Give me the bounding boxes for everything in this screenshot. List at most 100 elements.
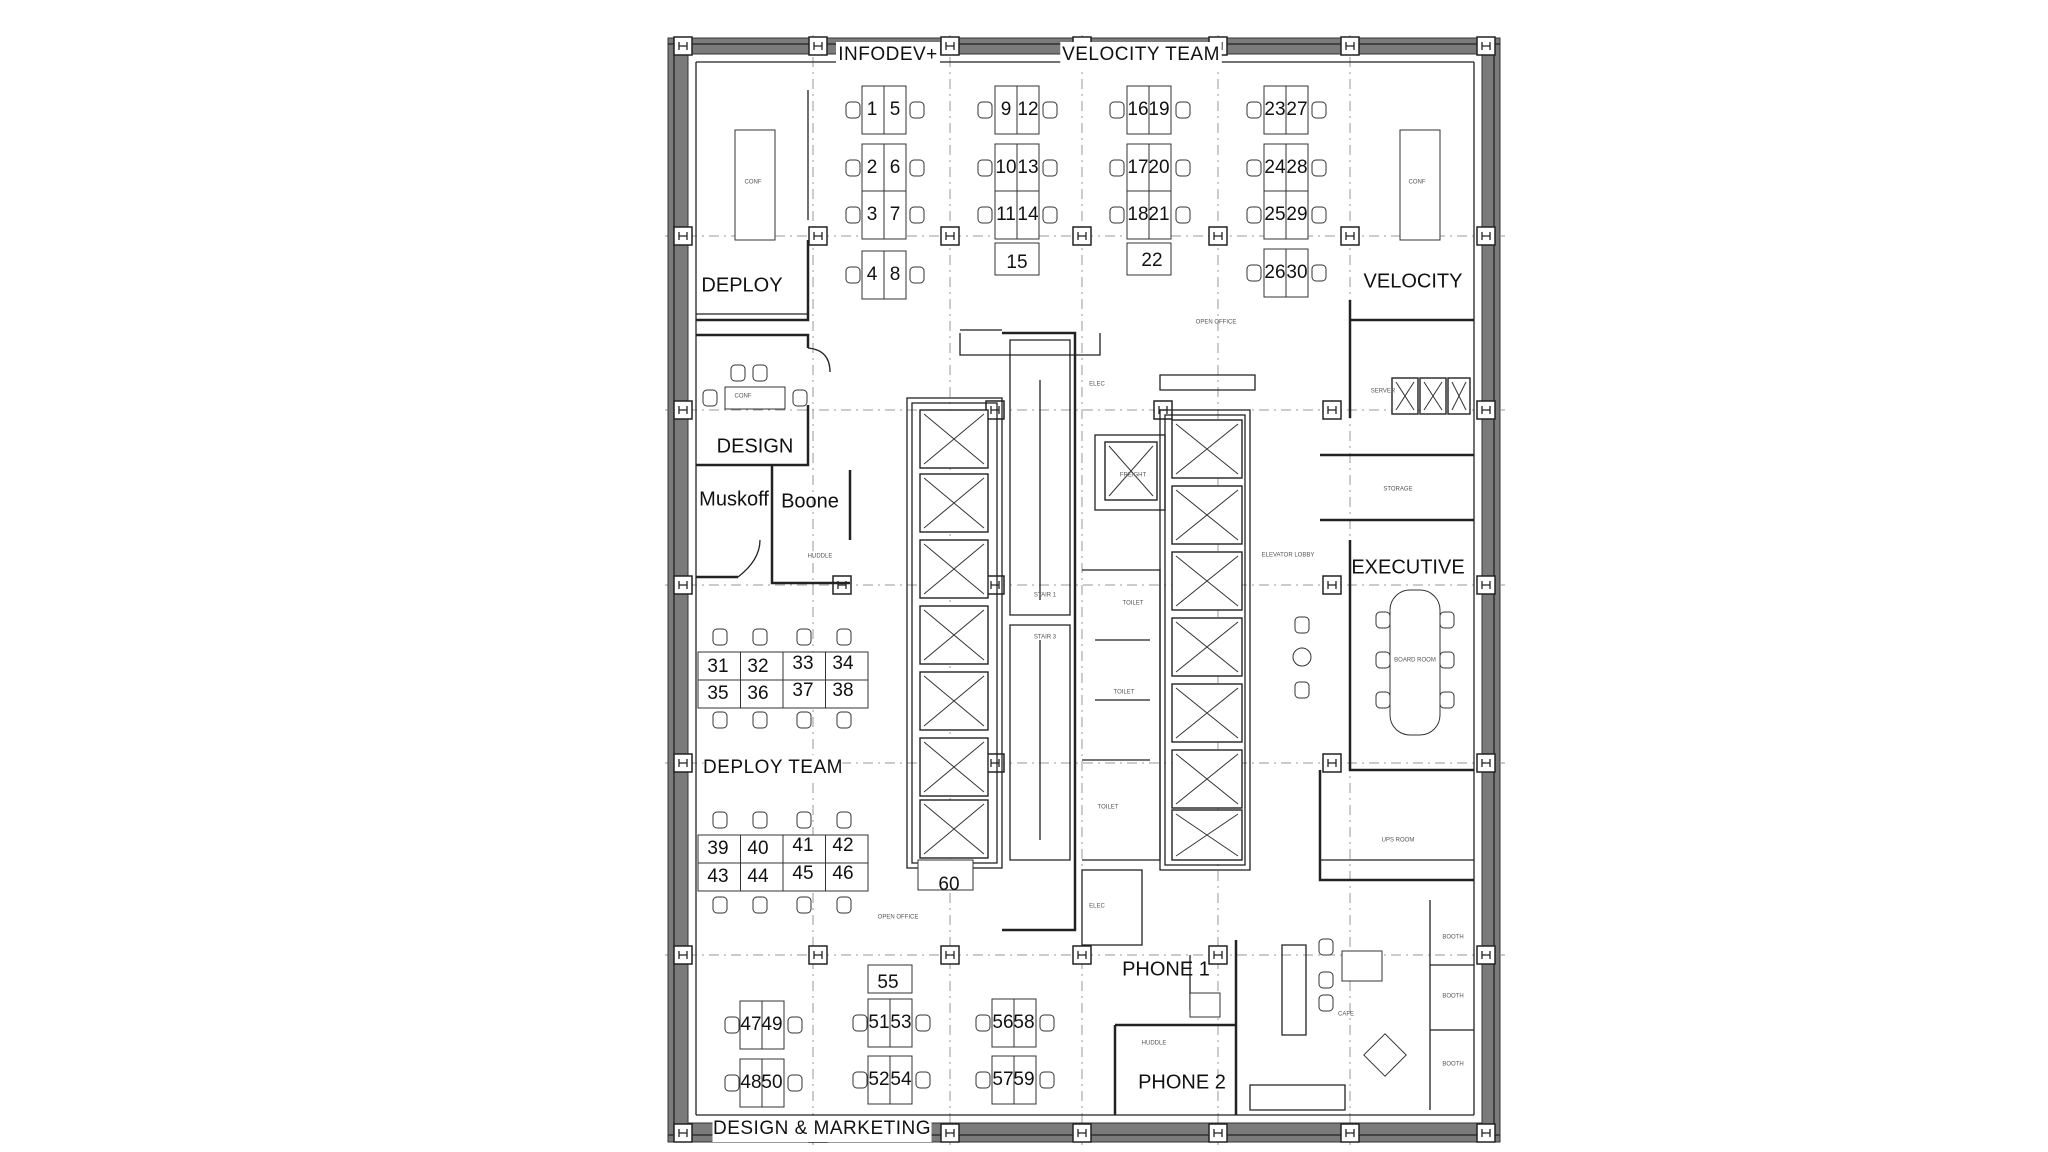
desk-number: 58 [1013, 1012, 1034, 1033]
column-mark [678, 759, 688, 767]
workstation [740, 834, 784, 864]
elevator-cross [1395, 381, 1415, 411]
chair [909, 206, 925, 224]
desk-number: 35 [707, 683, 728, 704]
chair [752, 811, 768, 829]
desk-number: 22 [1141, 250, 1162, 271]
column-mark [678, 581, 688, 589]
chair [977, 101, 993, 119]
chair [977, 159, 993, 177]
chair [1311, 101, 1327, 119]
desk-number: 37 [792, 680, 813, 701]
chair [1042, 206, 1058, 224]
chair [1318, 938, 1334, 956]
chair [1109, 101, 1125, 119]
desk-number: 44 [747, 866, 769, 887]
workstation [825, 679, 869, 709]
workstation [867, 964, 913, 994]
elevator-cross [923, 543, 985, 595]
column-mark [678, 232, 688, 240]
chair [1175, 159, 1191, 177]
column-mark [1481, 581, 1491, 589]
interior-walls [696, 90, 1474, 1115]
room-label-deploy: DEPLOY [701, 274, 782, 296]
chair [1318, 971, 1334, 989]
workstation [825, 834, 869, 864]
workstation [1126, 242, 1172, 276]
workstation [1285, 85, 1309, 135]
desk-number: 4 [867, 264, 878, 285]
column-mark [1481, 42, 1491, 50]
desk-number: 16 [1127, 99, 1148, 120]
chair [792, 389, 808, 407]
chair [712, 628, 728, 646]
column-mark [1077, 232, 1087, 240]
team-label-infodev: INFODEV+ [838, 44, 938, 65]
column-mark [945, 42, 955, 50]
chair [752, 364, 768, 382]
conference-tables [724, 129, 1441, 1077]
chair [712, 896, 728, 914]
column-mark [990, 581, 1000, 589]
workstation [1016, 85, 1040, 135]
desk-number: 33 [792, 653, 813, 674]
chair [724, 1016, 740, 1034]
desk-number: 14 [1017, 204, 1039, 225]
elevator-cross [1175, 555, 1239, 607]
small-room-tag: HUDDLE [808, 554, 833, 560]
chair [712, 811, 728, 829]
elevator-cross [923, 803, 985, 855]
small-room-tag: ELEC [1089, 382, 1105, 388]
chair [796, 896, 812, 914]
desk-number: 8 [890, 264, 901, 285]
elevator-cross [923, 477, 985, 529]
workstation [782, 834, 826, 864]
desk-number: 28 [1286, 157, 1307, 178]
room-label-boone: Boone [781, 490, 839, 512]
desk-number: 3 [867, 204, 878, 225]
chair [1246, 101, 1262, 119]
column-mark [945, 1129, 955, 1137]
elevator-cross [923, 609, 985, 661]
room-label-design: DESIGN [717, 435, 794, 457]
chair [975, 1014, 991, 1032]
desk-number: 24 [1264, 157, 1286, 178]
lobby-table [1292, 647, 1312, 667]
desk-number: 25 [1264, 204, 1285, 225]
desk-number: 19 [1148, 99, 1169, 120]
team-label-design-marketing: DESIGN & MARKETING [713, 1118, 931, 1139]
desk-number: 18 [1127, 204, 1148, 225]
chair [1439, 651, 1455, 669]
column-mark [1481, 759, 1491, 767]
desk-number: 55 [877, 972, 898, 993]
desk-number: 46 [832, 863, 853, 884]
elevator-cross [1108, 445, 1154, 497]
desk-number: 59 [1013, 1069, 1034, 1090]
chair [836, 811, 852, 829]
desk-number: 1 [867, 99, 878, 120]
elevator-cross [1175, 621, 1239, 673]
desk-number: 11 [996, 204, 1016, 225]
desk-number: 6 [890, 157, 901, 178]
small-room-tag: BOOTH [1442, 1062, 1463, 1068]
small-room-tag: HUDDLE [1142, 1041, 1167, 1047]
column-mark [1481, 1129, 1491, 1137]
small-room-tag: CONF [745, 180, 762, 186]
chair [836, 711, 852, 729]
column-mark [945, 232, 955, 240]
desk-number: 12 [1017, 99, 1038, 120]
column-mark [1481, 406, 1491, 414]
small-room-tag: SERVER [1371, 389, 1396, 395]
workstation [1016, 190, 1040, 240]
desk-number: 47 [740, 1014, 761, 1035]
workstation [782, 679, 826, 709]
column-mark [1345, 232, 1355, 240]
column-mark [1077, 1129, 1087, 1137]
workstation [825, 862, 869, 892]
team-label-deploy-team: DEPLOY TEAM [703, 757, 843, 778]
workstation [740, 651, 784, 681]
desk-number: 36 [747, 683, 768, 704]
chair [702, 389, 718, 407]
workstation [697, 679, 741, 709]
column-mark [1077, 951, 1087, 959]
